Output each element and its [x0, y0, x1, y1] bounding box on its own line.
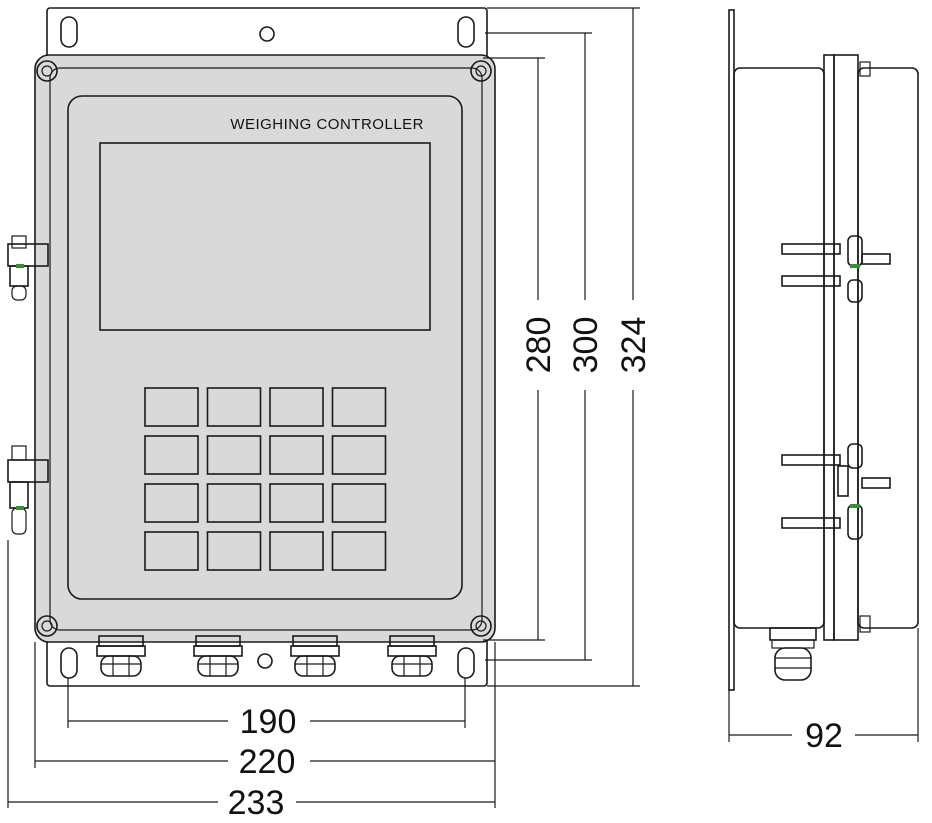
- display-window: [99, 142, 431, 331]
- dim-300: 300: [567, 317, 605, 374]
- front-panel: [67, 95, 463, 600]
- side-hinge-bottom: [781, 443, 891, 540]
- side-cable-gland: [769, 627, 817, 681]
- keypad-key: [206, 435, 262, 475]
- dim-190: 190: [240, 703, 297, 741]
- keypad-key: [144, 387, 199, 427]
- cable-gland: [290, 635, 340, 677]
- top-center-hole: [259, 26, 275, 42]
- keypad-key: [269, 531, 324, 571]
- keypad-key: [206, 483, 262, 523]
- keypad-key: [269, 483, 324, 523]
- panel-label: WEIGHING CONTROLLER: [230, 116, 424, 133]
- left-hinge-top: [7, 235, 49, 301]
- dim-233: 233: [228, 784, 285, 822]
- front-view: WEIGHING CONTROLLER: [7, 7, 496, 687]
- keypad-key: [144, 483, 199, 523]
- enclosure-inner-frame: [49, 67, 483, 631]
- keypad-key: [206, 387, 262, 427]
- cable-gland: [193, 635, 243, 677]
- keypad-key: [206, 531, 262, 571]
- bottom-left-slot: [60, 647, 78, 679]
- side-back-housing: [733, 67, 825, 629]
- bottom-center-hole: [257, 653, 273, 669]
- left-hinge-bottom: [7, 445, 49, 535]
- side-view: 92: [728, 9, 919, 755]
- bottom-right-slot: [457, 647, 475, 679]
- keypad-key: [269, 435, 324, 475]
- side-hinge-top: [781, 235, 891, 303]
- side-flange-right: [833, 54, 859, 641]
- dim-324: 324: [615, 317, 653, 374]
- keypad-key: [331, 531, 387, 571]
- keypad-key: [331, 435, 387, 475]
- corner-screws: [36, 60, 492, 637]
- cable-gland: [96, 635, 146, 677]
- keypad-key: [331, 483, 387, 523]
- cable-glands: [96, 635, 437, 677]
- side-flange-left: [823, 54, 835, 641]
- keypad-key: [144, 531, 199, 571]
- keypad-key: [331, 387, 387, 427]
- dim-280: 280: [520, 317, 558, 374]
- keypad-key: [144, 435, 199, 475]
- keypad: [144, 387, 387, 571]
- dim-92: 92: [805, 717, 843, 755]
- side-front-cover: [857, 67, 919, 629]
- top-right-slot: [457, 16, 475, 48]
- dim-220: 220: [239, 743, 296, 781]
- cable-gland: [387, 635, 437, 677]
- keypad-key: [269, 387, 324, 427]
- top-left-slot: [60, 16, 78, 48]
- front-dimensions: 280 300 324 190 220 233: [7, 7, 653, 822]
